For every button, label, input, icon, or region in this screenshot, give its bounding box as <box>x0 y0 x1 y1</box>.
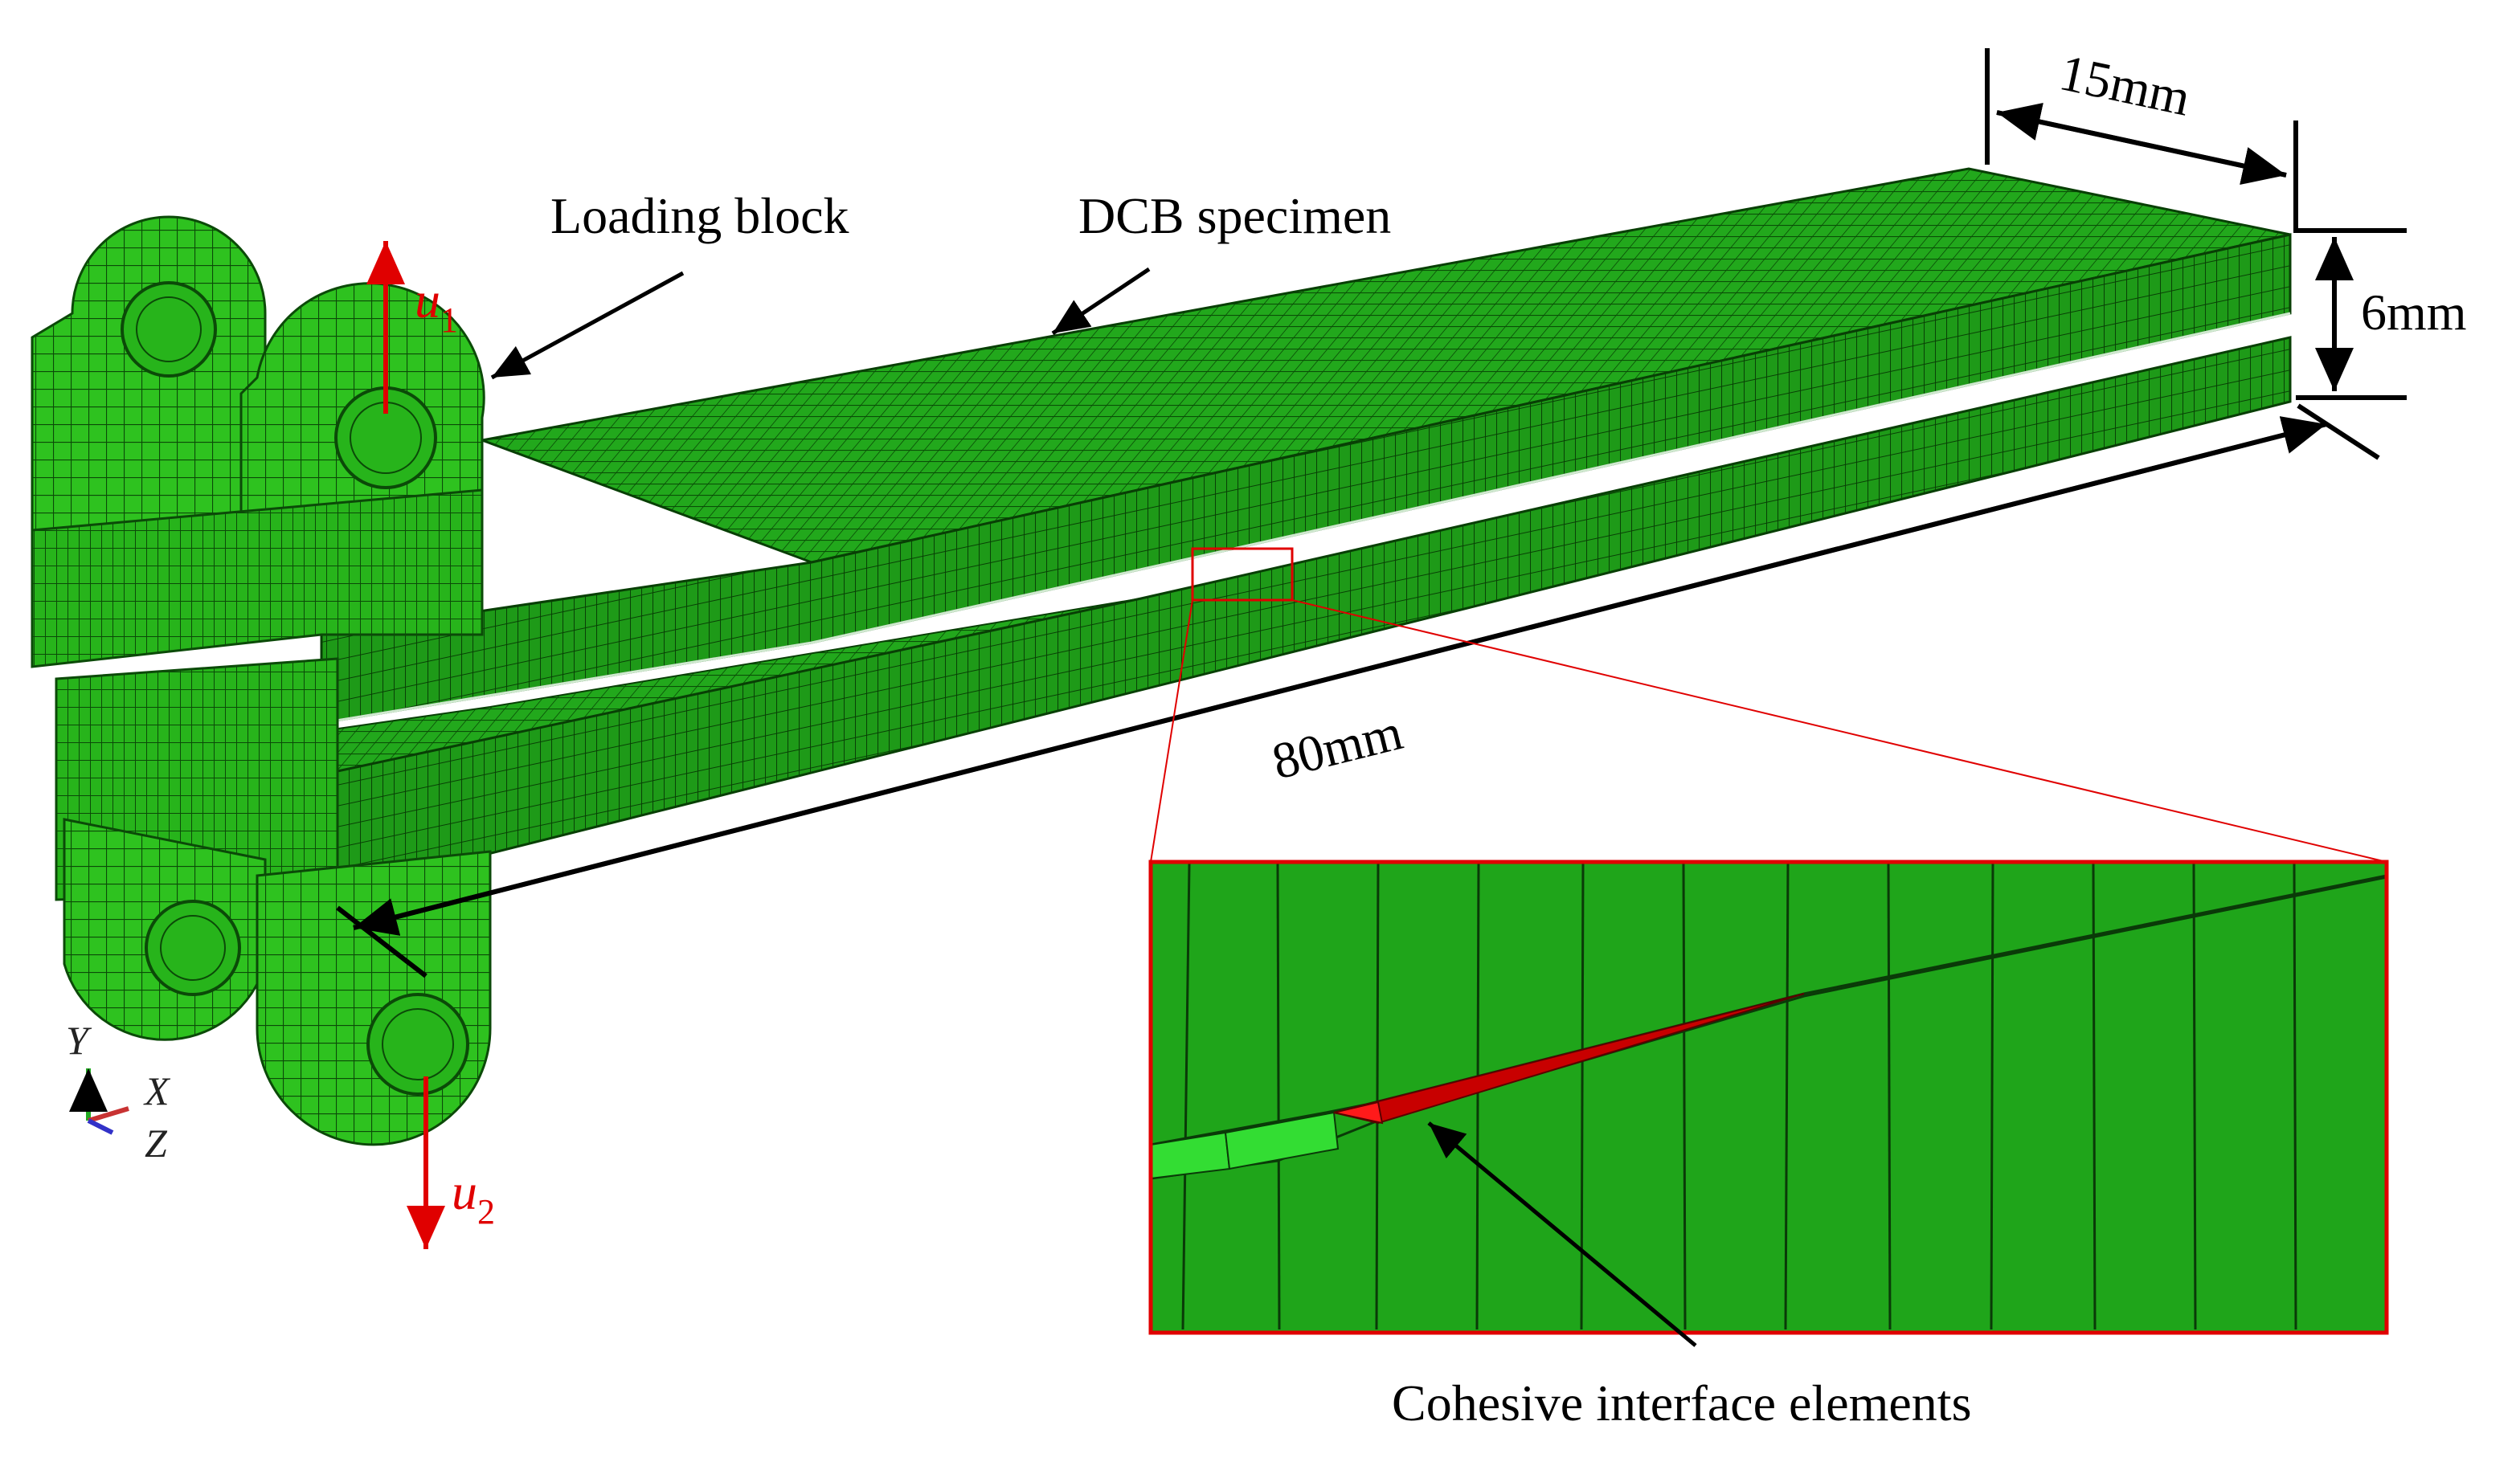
dcb-specimen-label: DCB specimen <box>1078 187 1391 244</box>
cohesive-label: Cohesive interface elements <box>1392 1374 1971 1431</box>
lower-front-hole-inner <box>382 1008 454 1080</box>
zoom-inset-background <box>1151 862 2387 1333</box>
zoom-inset <box>1148 860 2389 1335</box>
interface-line <box>321 312 2291 725</box>
lower-front-lug <box>256 850 492 1146</box>
width-dimension <box>1985 48 2298 233</box>
x-axis-label: X <box>143 1068 171 1113</box>
upper-block-base <box>31 488 484 668</box>
zoom-intact-element-2 <box>1224 1111 1340 1170</box>
width-dimension-label: 15mm <box>2055 43 2195 126</box>
cohesive-pointer <box>1427 1121 1697 1347</box>
loading-block-upper <box>31 215 485 668</box>
thickness-dimension-label: 6mm <box>2361 284 2467 341</box>
u1-label: u1 <box>415 272 458 340</box>
dcb-specimen-pointer <box>1051 267 1151 336</box>
x-axis-arrow <box>88 1106 129 1123</box>
zoom-cohesive-highlight <box>1333 1101 1384 1125</box>
upper-back-hole-inner <box>136 296 202 362</box>
zoom-element-edges <box>1181 863 2297 1330</box>
z-axis-arrow <box>87 1118 114 1135</box>
coordinate-triad: Y X Z <box>66 1018 171 1166</box>
z-axis-label: Z <box>145 1121 168 1166</box>
loading-block-lower <box>55 657 492 1146</box>
loading-block-pointer <box>490 271 685 380</box>
upper-back-hole <box>121 281 217 378</box>
dcb-specimen <box>320 167 2292 893</box>
loading-block-label: Loading block <box>550 187 849 244</box>
u2-label: u2 <box>452 1163 495 1231</box>
y-axis-label: Y <box>66 1018 92 1063</box>
zoom-guide-left <box>1150 599 1193 863</box>
length-dimension <box>336 403 2380 978</box>
zoom-source-box <box>1191 547 1294 602</box>
zoom-inset-frame <box>1148 860 2389 1335</box>
zoom-guide-right <box>1291 599 2387 863</box>
thickness-dimension <box>2296 228 2407 400</box>
lower-back-hole <box>145 900 241 996</box>
length-dimension-label: 80mm <box>1266 703 1408 790</box>
lower-back-hole-inner <box>160 915 226 981</box>
